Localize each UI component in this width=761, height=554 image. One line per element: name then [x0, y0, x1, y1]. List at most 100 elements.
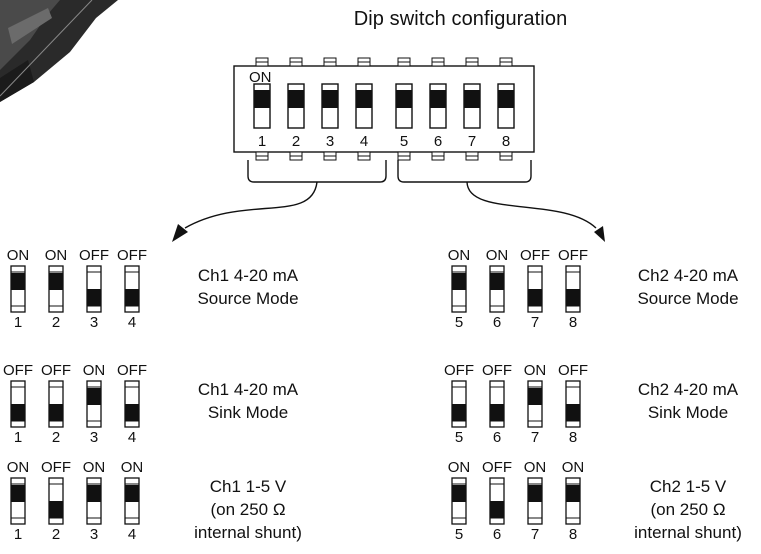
- mini-switch-number: 2: [52, 429, 60, 446]
- mini-actuator-off: [87, 289, 101, 306]
- mini-actuator-on: [490, 273, 504, 290]
- mini-actuator-on: [11, 485, 25, 502]
- mini-switch-number: 7: [531, 429, 539, 446]
- mode-label-ch1-sink: Ch1 4-20 mA Sink Mode: [173, 378, 323, 424]
- group-bracket-left: [247, 160, 387, 183]
- mini-actuator-off: [125, 404, 139, 421]
- label-line: Source Mode: [197, 289, 299, 308]
- mini-actuator-on: [87, 485, 101, 502]
- arrow-to-ch2: [466, 181, 605, 242]
- switch-actuator-on: [288, 90, 304, 108]
- switch-number: 6: [434, 133, 442, 150]
- label-line: Source Mode: [637, 289, 739, 308]
- diagram-title: Dip switch configuration: [353, 8, 568, 30]
- mini-switch-number: 5: [455, 314, 463, 331]
- switch-number: 3: [326, 133, 334, 150]
- label-line: (on 250 Ω: [650, 500, 726, 519]
- switch-state-label: OFF: [482, 362, 512, 379]
- switch-actuator-on: [254, 90, 270, 108]
- mini-switch-number: 5: [455, 429, 463, 446]
- label-line: Ch2 4-20 mA: [637, 380, 739, 399]
- mini-actuator-off: [125, 289, 139, 306]
- mini-actuator-on: [49, 273, 63, 290]
- label-line: Sink Mode: [207, 403, 289, 422]
- mini-switch-number: 2: [52, 526, 60, 543]
- group-bracket-right: [397, 160, 532, 183]
- label-line: (on 250 Ω: [210, 500, 286, 519]
- switch-state-label: ON: [448, 459, 471, 476]
- mini-switch-number: 2: [52, 314, 60, 331]
- mini-switch-number: 3: [90, 314, 98, 331]
- switch-state-label: ON: [121, 459, 144, 476]
- switch-state-label: ON: [83, 362, 106, 379]
- switch-state-label: OFF: [41, 362, 71, 379]
- switch-state-label: ON: [7, 459, 30, 476]
- main-on-label: ON: [249, 69, 272, 86]
- label-line: Ch1 4-20 mA: [197, 380, 299, 399]
- mode-label-ch1-source: Ch1 4-20 mA Source Mode: [173, 264, 323, 310]
- mode-label-ch2-sink: Ch2 4-20 mA Sink Mode: [613, 378, 761, 424]
- config-switch-group-ch1-sink: OFF 1 OFF 2 ON 3 OFF 4: [3, 362, 147, 446]
- switch-state-label: OFF: [3, 362, 33, 379]
- label-line: internal shunt): [634, 523, 742, 542]
- switch-actuator-on: [430, 90, 446, 108]
- switch-state-label: ON: [448, 247, 471, 264]
- mini-actuator-off: [528, 289, 542, 306]
- switch-actuator-on: [498, 90, 514, 108]
- mini-actuator-off: [49, 501, 63, 518]
- mini-actuator-on: [528, 485, 542, 502]
- mini-switch-number: 1: [14, 429, 22, 446]
- mini-actuator-on: [11, 273, 25, 290]
- switch-number: 1: [258, 133, 266, 150]
- switch-state-label: OFF: [520, 247, 550, 264]
- mini-actuator-on: [87, 388, 101, 405]
- mini-actuator-on: [452, 273, 466, 290]
- switch-state-label: OFF: [41, 459, 71, 476]
- switch-state-label: OFF: [117, 247, 147, 264]
- label-line: Ch2 1-5 V: [649, 477, 727, 496]
- label-line: Ch2 4-20 mA: [637, 266, 739, 285]
- mini-switch-number: 4: [128, 526, 136, 543]
- label-line: Sink Mode: [647, 403, 729, 422]
- mini-actuator-on: [528, 388, 542, 405]
- arrow-to-ch1: [172, 181, 318, 242]
- mode-label-ch2-source: Ch2 4-20 mA Source Mode: [613, 264, 761, 310]
- mini-switch-number: 8: [569, 314, 577, 331]
- switch-state-label: OFF: [117, 362, 147, 379]
- switch-state-label: OFF: [558, 247, 588, 264]
- switch-state-label: ON: [45, 247, 68, 264]
- mini-actuator-on: [125, 485, 139, 502]
- mode-label-ch1-voltage: Ch1 1-5 V (on 250 Ω internal shunt): [173, 475, 323, 544]
- mini-switch-number: 3: [90, 429, 98, 446]
- switch-state-label: ON: [524, 362, 547, 379]
- switch-state-label: ON: [7, 247, 30, 264]
- mini-switch-number: 3: [90, 526, 98, 543]
- mini-actuator-off: [11, 404, 25, 421]
- mini-switch-number: 1: [14, 526, 22, 543]
- dip-switch-body: [233, 65, 535, 153]
- mini-switch-number: 7: [531, 526, 539, 543]
- mini-switch-number: 1: [14, 314, 22, 331]
- mini-actuator-off: [452, 404, 466, 421]
- mini-actuator-off: [566, 289, 580, 306]
- switch-number: 4: [360, 133, 368, 150]
- switch-state-label: ON: [562, 459, 585, 476]
- mini-actuator-off: [490, 501, 504, 518]
- mini-switch-number: 8: [569, 429, 577, 446]
- mini-actuator-off: [490, 404, 504, 421]
- label-line: internal shunt): [194, 523, 302, 542]
- switch-state-label: OFF: [558, 362, 588, 379]
- switch-number: 5: [400, 133, 408, 150]
- mini-switch-number: 4: [128, 429, 136, 446]
- device-corner-graphic: [0, 0, 118, 102]
- switch-actuator-on: [396, 90, 412, 108]
- switch-number: 8: [502, 133, 510, 150]
- switch-state-label: ON: [486, 247, 509, 264]
- switch-actuator-on: [464, 90, 480, 108]
- switch-state-label: OFF: [79, 247, 109, 264]
